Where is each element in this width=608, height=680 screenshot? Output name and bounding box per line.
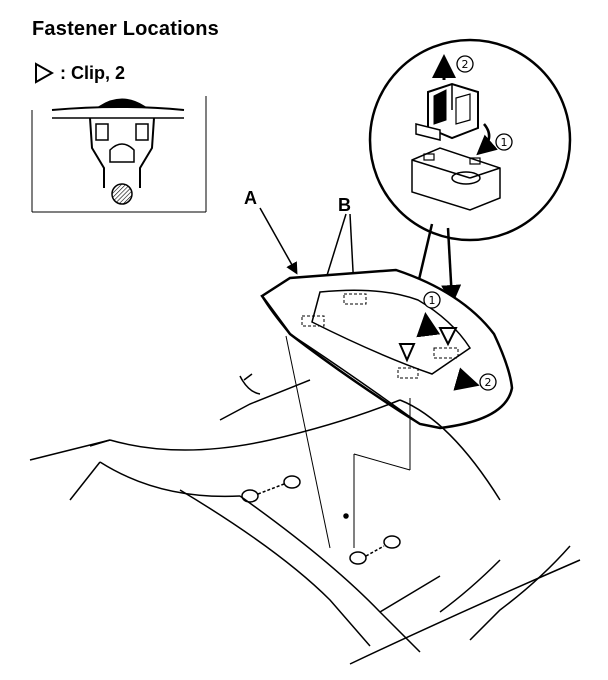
step-1-marker: 1 xyxy=(429,294,436,307)
page-title: Fastener Locations xyxy=(32,18,219,40)
label-a: A xyxy=(244,188,257,208)
triangle-outline-icon xyxy=(35,62,54,84)
clip-marker-icon xyxy=(398,343,416,363)
step-1-marker-detail: 1 xyxy=(501,136,508,149)
clip-magnified-detail xyxy=(368,38,572,242)
legend-text: : Clip, 2 xyxy=(60,62,126,83)
legend: : Clip, 2 xyxy=(34,62,125,84)
console-lid xyxy=(260,268,514,430)
step-2-marker: 2 xyxy=(485,376,492,389)
step-2-marker-detail: 2 xyxy=(462,58,469,71)
projection-lines xyxy=(285,335,411,549)
clip-marker-icon xyxy=(438,327,458,347)
clip-detail-inset xyxy=(31,96,207,213)
label-b: B xyxy=(338,195,351,215)
console-base xyxy=(29,373,581,665)
